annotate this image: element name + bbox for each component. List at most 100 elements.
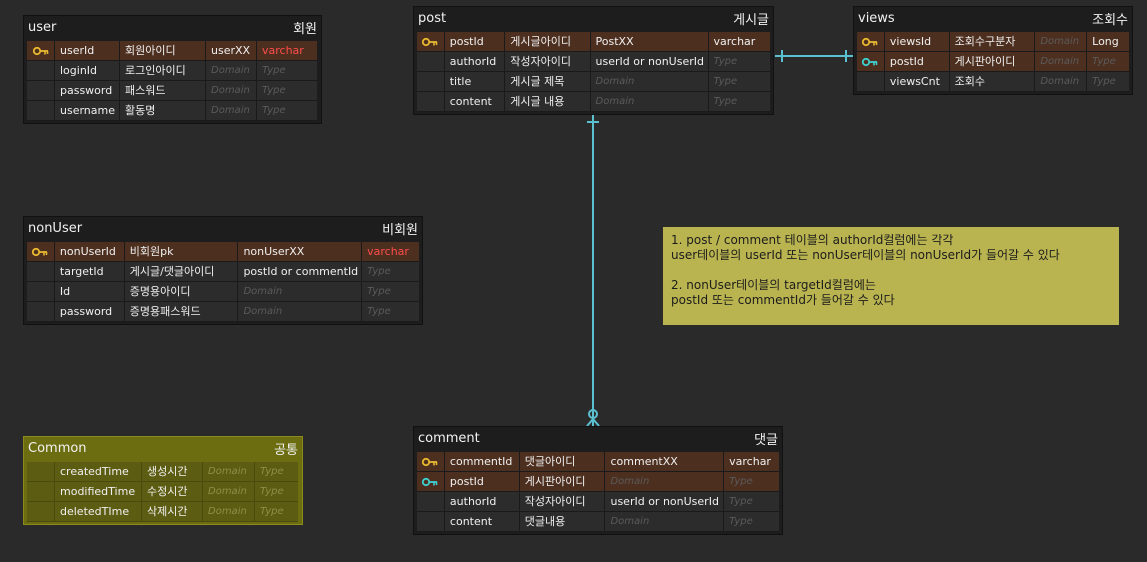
table-name: post [418,10,447,26]
column-domain: userId or nonUserId [605,492,725,512]
column-description: 수정시간 [142,482,203,502]
column-type: varchar [257,41,317,61]
column-type: Type [362,262,419,282]
column-type: Type [255,482,298,502]
column-description: 활동명 [120,101,206,121]
column-domain: Domain [1035,72,1088,92]
table-name: Common [28,440,87,456]
key-empty [417,52,445,72]
primary-key-icon [417,32,445,52]
table-header: Common 공통 [24,437,302,459]
primary-key-icon [857,32,885,52]
column-type: Type [257,81,317,101]
column-type: Type [708,92,770,112]
column-type: varchar [708,32,770,52]
column-type: Type [257,101,317,121]
column-domain: Domain [1035,32,1088,52]
key-empty [417,92,445,112]
key-empty [27,462,55,482]
column-name: postId [444,32,506,52]
column-type: Type [257,61,317,81]
column-name: nonUserId [54,242,125,262]
column-description: 로그인아이디 [120,61,206,81]
table-logical-name: 공통 [274,442,298,458]
column-domain: Domain [206,61,257,81]
table-name: user [28,19,57,35]
foreign-key-icon [417,472,445,492]
column-name: modifiedTime [55,482,142,502]
column-domain: Domain [238,302,363,322]
column-name: loginId [55,61,120,81]
column-name: content [444,92,506,112]
column-name: title [444,72,506,92]
column-name: commentId [444,452,520,472]
key-empty [27,101,55,121]
table-header: post 게시글 [414,7,773,29]
table-name: comment [418,430,480,446]
column-description: 증명용아이디 [124,282,239,302]
column-domain: Domain [206,81,257,101]
column-type: Type [724,512,779,532]
column-description: 생성시간 [142,462,203,482]
column-domain: Domain [206,101,257,121]
column-name: targetId [54,262,125,282]
table-logical-name: 게시글 [733,12,769,28]
column-domain: Domain [605,512,725,532]
column-domain: Domain [590,92,709,112]
column-type: Type [708,52,770,72]
column-description: 조회수 [949,72,1036,92]
column-type: Type [724,492,779,512]
key-empty [417,72,445,92]
column-description: 회원아이디 [120,41,206,61]
column-type: Type [724,472,779,492]
table-name: views [858,10,895,26]
column-name: Id [54,282,125,302]
key-empty [27,81,55,101]
memo-line-2: user테이블의 userId 또는 nonUser테이블의 nonUserId… [671,248,1060,262]
column-name: password [55,81,120,101]
column-name: authorId [444,492,520,512]
column-description: 댓글내용 [519,512,606,532]
column-name: viewsId [884,32,950,52]
column-domain: Domain [590,72,709,92]
column-type: Type [362,302,419,322]
key-empty [27,502,55,522]
primary-key-icon [27,41,55,61]
key-empty [857,72,885,92]
key-empty [417,492,445,512]
foreign-key-icon [857,52,885,72]
column-type: varchar [362,242,419,262]
